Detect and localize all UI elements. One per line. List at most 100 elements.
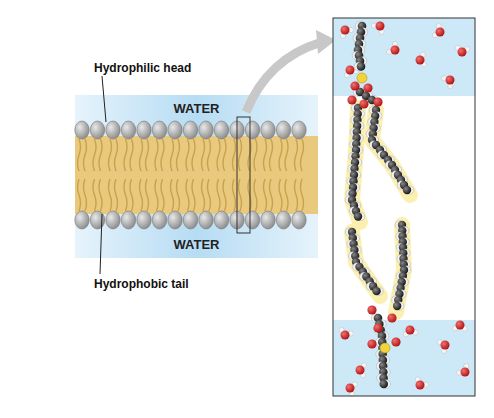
head — [183, 211, 197, 229]
atom — [354, 212, 362, 220]
tail — [186, 179, 189, 211]
atom — [357, 62, 366, 71]
tail — [301, 179, 304, 211]
oxygen — [373, 97, 382, 106]
tail — [254, 139, 257, 171]
oxygen — [367, 305, 376, 314]
lipid-heads — [75, 121, 306, 229]
head — [168, 121, 182, 139]
tail — [109, 179, 112, 211]
tail — [171, 139, 174, 171]
head — [276, 211, 290, 229]
tail — [295, 179, 298, 211]
oxygen — [356, 366, 365, 375]
tail — [84, 139, 87, 171]
head — [245, 121, 259, 139]
oxygen — [347, 95, 356, 104]
tail — [217, 139, 220, 171]
tail — [202, 179, 205, 211]
tail — [93, 179, 96, 211]
oxygen — [387, 313, 396, 322]
tail — [155, 139, 158, 171]
head — [168, 211, 182, 229]
oxygen — [461, 368, 470, 377]
tail — [202, 139, 205, 171]
tail — [93, 139, 96, 171]
zoom-water-bottom — [333, 320, 475, 396]
tail — [161, 139, 164, 171]
oxygen — [341, 26, 350, 35]
tail — [192, 139, 195, 171]
zoom-arrow — [246, 42, 322, 112]
head — [106, 211, 120, 229]
tail — [239, 179, 242, 211]
tail — [155, 179, 158, 211]
tail — [109, 139, 112, 171]
tail — [208, 139, 211, 171]
head — [121, 211, 135, 229]
oxygen — [350, 81, 359, 90]
tail — [130, 139, 133, 171]
water-band: WATER — [75, 95, 318, 121]
oxygen — [458, 48, 467, 57]
water-band: WATER — [75, 230, 318, 258]
oxygen — [359, 99, 368, 108]
tail — [254, 179, 257, 211]
tail — [295, 139, 298, 171]
water-molecules — [339, 22, 470, 397]
tail — [301, 139, 304, 171]
head — [183, 121, 197, 139]
head — [245, 211, 259, 229]
water-label: WATER — [174, 237, 220, 252]
tail — [270, 179, 273, 211]
zoom-panel — [333, 18, 475, 396]
oxygen — [367, 339, 376, 348]
zoom-border — [333, 18, 475, 396]
tail — [186, 139, 189, 171]
head — [292, 211, 306, 229]
hydrogen — [381, 344, 390, 353]
leader-line — [102, 76, 106, 122]
zoom-water-top — [333, 18, 475, 96]
tail — [78, 139, 81, 171]
oxygen — [416, 56, 425, 65]
head — [276, 121, 290, 139]
leader-line — [100, 214, 102, 274]
tail — [171, 179, 174, 211]
oxygen — [363, 83, 372, 92]
head — [199, 121, 213, 139]
tail — [192, 179, 195, 211]
head — [90, 211, 104, 229]
oxygen — [391, 337, 400, 346]
tail — [78, 179, 81, 211]
tail — [270, 139, 273, 171]
tail — [279, 139, 282, 171]
head — [137, 211, 151, 229]
atom — [403, 186, 411, 194]
head — [75, 121, 89, 139]
tail — [146, 139, 149, 171]
head — [199, 211, 213, 229]
tail — [177, 139, 180, 171]
oxygen — [456, 321, 465, 330]
head — [90, 121, 104, 139]
tail — [115, 179, 118, 211]
tail — [264, 179, 267, 211]
oxygen — [341, 331, 350, 340]
oxygen — [391, 46, 400, 55]
oxygen — [441, 341, 450, 350]
oxygen — [346, 66, 355, 75]
water-ground — [75, 95, 318, 258]
head — [152, 121, 166, 139]
tail — [99, 139, 102, 171]
atom — [372, 287, 380, 295]
oxygen — [416, 381, 425, 390]
tail — [239, 139, 242, 171]
part-label: Hydrophobic tail — [94, 277, 189, 291]
lipid-tails — [78, 139, 304, 211]
tail — [223, 179, 226, 211]
head — [214, 211, 228, 229]
tail — [233, 139, 236, 171]
oxygen — [436, 28, 445, 37]
head — [152, 211, 166, 229]
